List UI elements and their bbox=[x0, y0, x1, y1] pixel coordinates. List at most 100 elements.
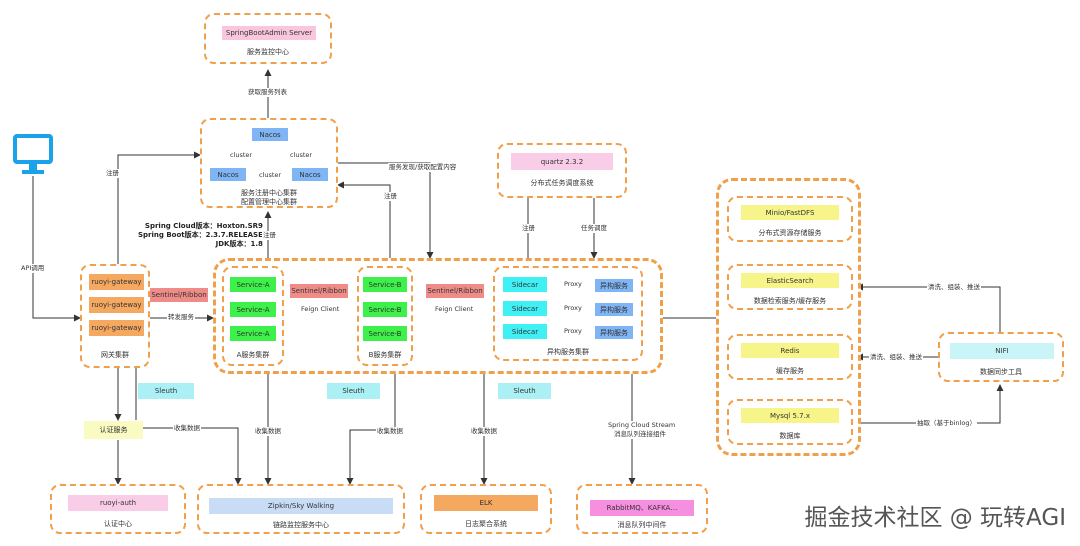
nacos-caption-2: 配置管理中心集群 bbox=[241, 198, 297, 206]
gateway-group: ruoyi-gateway ruoyi-gateway ruoyi-gatewa… bbox=[80, 264, 150, 368]
hetero-service-node[interactable]: 异构服务 bbox=[595, 279, 633, 292]
sentinel-ribbon-tag: Sentinel/Ribbon bbox=[426, 284, 484, 298]
redis-caption: 缓存服务 bbox=[776, 367, 804, 375]
edge-label-forward: 转发服务 bbox=[167, 313, 195, 322]
mq-node[interactable]: RabbitMQ、KAFKA… bbox=[590, 500, 694, 516]
quartz-node[interactable]: quartz 2.3.2 bbox=[511, 153, 613, 170]
redis-box: Redis 缓存服务 bbox=[727, 334, 853, 380]
minio-caption: 分布式资源存储服务 bbox=[758, 229, 822, 237]
ruoyi-auth-node[interactable]: ruoyi-auth bbox=[68, 495, 168, 511]
feign-client-label: Feign Client bbox=[434, 305, 475, 314]
spring-boot-version: Spring Boot版本：2.3.7.RELEASE bbox=[138, 231, 263, 239]
storage-group: Minio/FastDFS 分布式资源存储服务 ElasticSearch 数据… bbox=[716, 178, 861, 456]
auth-service-node[interactable]: 认证服务 bbox=[84, 421, 143, 439]
service-a-node[interactable]: Service-A bbox=[230, 302, 276, 317]
admin-server-node[interactable]: SpringBootAdmin Server bbox=[222, 26, 316, 40]
edge-label-fetch-list: 获取服务列表 bbox=[247, 88, 288, 97]
version-info: Spring Cloud版本：Hoxton.SR9 Spring Boot版本：… bbox=[138, 222, 263, 249]
proxy-label: Proxy bbox=[563, 327, 583, 336]
cluster-label-a: cluster bbox=[230, 151, 253, 159]
service-a-cluster: Service-A Service-A Service-A A服务集群 bbox=[222, 266, 284, 366]
cluster-label-c: cluster bbox=[258, 171, 283, 180]
service-a-node[interactable]: Service-A bbox=[230, 326, 276, 341]
admin-caption: 服务监控中心 bbox=[247, 48, 289, 56]
service-b-caption: B服务集群 bbox=[368, 351, 402, 359]
minio-box: Minio/FastDFS 分布式资源存储服务 bbox=[727, 196, 853, 242]
auth-center-box: ruoyi-auth 认证中心 bbox=[50, 484, 186, 534]
nifi-caption: 数据同步工具 bbox=[980, 368, 1022, 376]
sleuth-tag: Sleuth bbox=[327, 383, 380, 399]
service-a-caption: A服务集群 bbox=[236, 351, 270, 359]
gateway-node[interactable]: ruoyi-gateway bbox=[89, 274, 144, 290]
nifi-box: NIFI 数据同步工具 bbox=[938, 332, 1064, 382]
sentinel-ribbon-tag: Sentinel/Ribbon bbox=[150, 288, 208, 302]
edge-label-stream: Spring Cloud Stream bbox=[607, 421, 677, 430]
sleuth-tag: Sleuth bbox=[498, 383, 551, 399]
hetero-service-node[interactable]: 异构服务 bbox=[595, 326, 633, 339]
service-a-node[interactable]: Service-A bbox=[230, 277, 276, 292]
es-caption: 数据检索服务/缓存服务 bbox=[753, 297, 827, 305]
nacos-node-left[interactable]: Nacos bbox=[210, 168, 246, 181]
hetero-service-node[interactable]: 异构服务 bbox=[595, 303, 633, 316]
edge-label-schedule: 任务调度 bbox=[580, 224, 608, 233]
hetero-cluster: Sidecar Sidecar Sidecar Proxy Proxy Prox… bbox=[493, 266, 643, 361]
es-box: ElasticSearch 数据检索服务/缓存服务 bbox=[727, 264, 853, 310]
edge-label-discovery: 服务发现/获取配置内容 bbox=[388, 163, 458, 172]
redis-node[interactable]: Redis bbox=[741, 343, 839, 358]
gateway-node[interactable]: ruoyi-gateway bbox=[89, 320, 144, 336]
nacos-group: Nacos Nacos Nacos cluster cluster cluste… bbox=[200, 118, 338, 208]
edge-label-collect: 收集数据 bbox=[376, 427, 404, 436]
nacos-caption-1: 服务注册中心集群 bbox=[241, 189, 297, 197]
hetero-caption: 异构服务集群 bbox=[547, 348, 589, 356]
service-b-node[interactable]: Service-B bbox=[363, 277, 407, 292]
quartz-caption: 分布式任务调度系统 bbox=[530, 179, 594, 187]
watermark: 掘金技术社区 @ 玩转AGI bbox=[804, 505, 1066, 531]
quartz-group: quartz 2.3.2 分布式任务调度系统 bbox=[497, 143, 627, 198]
minio-node[interactable]: Minio/FastDFS bbox=[741, 205, 839, 220]
elasticsearch-node[interactable]: ElasticSearch bbox=[741, 273, 839, 288]
service-b-node[interactable]: Service-B bbox=[363, 302, 407, 317]
monitor-icon bbox=[13, 134, 53, 176]
edge-label-clean: 清洗、组装、推送 bbox=[927, 283, 981, 292]
sidecar-node[interactable]: Sidecar bbox=[503, 301, 547, 316]
edge-label-collect: 收集数据 bbox=[470, 427, 498, 436]
auth-center-caption: 认证中心 bbox=[104, 520, 132, 528]
sidecar-node[interactable]: Sidecar bbox=[503, 324, 547, 339]
sidecar-node[interactable]: Sidecar bbox=[503, 277, 547, 292]
mysql-box: Mysql 5.7.x 数据库 bbox=[727, 399, 853, 445]
edge-label-clean: 清洗、组装、推送 bbox=[869, 353, 923, 362]
zipkin-node[interactable]: Zipkin/Sky Walking bbox=[209, 498, 393, 514]
gateway-node[interactable]: ruoyi-gateway bbox=[89, 297, 144, 313]
service-b-cluster: Service-B Service-B Service-B B服务集群 bbox=[357, 266, 413, 366]
nacos-node-right[interactable]: Nacos bbox=[292, 168, 328, 181]
gateway-caption: 网关集群 bbox=[101, 351, 129, 359]
edge-label-api: API调用 bbox=[20, 264, 46, 273]
mq-box: RabbitMQ、KAFKA… 消息队列中间件 bbox=[576, 484, 708, 534]
edge-label-register: 注册 bbox=[383, 192, 398, 201]
mysql-node[interactable]: Mysql 5.7.x bbox=[741, 408, 839, 423]
cluster-label-b: cluster bbox=[290, 151, 313, 159]
edge-label-register: 注册 bbox=[262, 231, 277, 240]
sentinel-ribbon-tag: Sentinel/Ribbon bbox=[290, 284, 348, 298]
elk-caption: 日志聚合系统 bbox=[465, 520, 507, 528]
zipkin-caption: 链路监控服务中心 bbox=[273, 521, 329, 529]
service-b-node[interactable]: Service-B bbox=[363, 326, 407, 341]
admin-group: SpringBootAdmin Server 服务监控中心 bbox=[204, 13, 332, 64]
elk-box: ELK 日志聚合系统 bbox=[420, 484, 552, 534]
edge-label-collect: 收集数据 bbox=[254, 427, 282, 436]
edge-label-register-quartz: 注册 bbox=[521, 224, 536, 233]
nacos-node-top[interactable]: Nacos bbox=[252, 128, 288, 141]
elk-node[interactable]: ELK bbox=[434, 495, 538, 511]
edge-label-stream-sub: 消息队列连接组件 bbox=[613, 430, 667, 439]
mysql-caption: 数据库 bbox=[779, 432, 801, 440]
proxy-label: Proxy bbox=[563, 304, 583, 313]
edge-label-extract: 抽取（基于binlog） bbox=[916, 419, 977, 428]
feign-client-label: Feign Client bbox=[300, 305, 341, 314]
nifi-node[interactable]: NIFI bbox=[950, 343, 1054, 359]
spring-cloud-version: Spring Cloud版本：Hoxton.SR9 bbox=[144, 222, 263, 230]
edge-label-register: 注册 bbox=[105, 169, 120, 178]
jdk-version: JDK版本：1.8 bbox=[215, 240, 263, 248]
sleuth-tag: Sleuth bbox=[138, 383, 194, 399]
zipkin-box: Zipkin/Sky Walking 链路监控服务中心 bbox=[197, 484, 405, 534]
edge-label-collect: 收集数据 bbox=[173, 424, 201, 433]
